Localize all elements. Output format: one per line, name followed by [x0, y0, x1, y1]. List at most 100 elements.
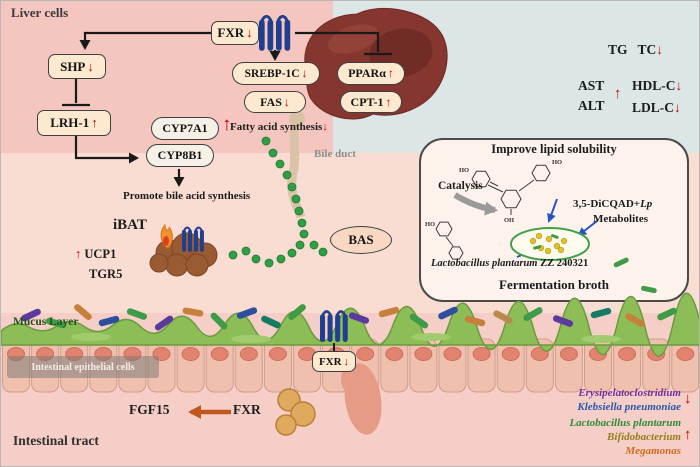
cell-nucleus	[385, 347, 404, 361]
cpt1-text: CPT-1	[350, 94, 384, 109]
cell-nucleus	[472, 347, 491, 361]
bile-acid-dot	[295, 240, 305, 250]
gut-bacterium-rod	[348, 312, 370, 324]
fxr-protein-complex	[275, 388, 316, 436]
epithelial-cell	[438, 338, 467, 393]
epithelial-cell	[205, 338, 234, 393]
epithelial-cells-label: Intestinal epithelial cells	[7, 356, 159, 378]
cell-nucleus	[618, 347, 637, 361]
bile-acid-dot	[241, 246, 251, 256]
up-arrow: ↑	[385, 94, 392, 109]
cyp7a1-text: CYP7A1	[162, 121, 208, 135]
epithelial-cell	[409, 338, 438, 393]
bile-acid-dot	[287, 182, 297, 192]
epithelial-cell	[234, 338, 263, 393]
chemical-structure	[435, 164, 551, 260]
fas-box: FAS↓	[244, 91, 306, 113]
up-arrow: ↑	[91, 115, 98, 130]
gut-bacterium-rod	[552, 315, 574, 327]
bile-acid-dots	[228, 136, 328, 268]
bas-oval: BAS	[330, 226, 392, 254]
mucus-layer-label: Mucus Layer	[13, 316, 79, 328]
cell-nucleus	[210, 347, 229, 361]
gut-bacterium-rod	[21, 308, 41, 322]
fermentation-oval	[510, 227, 590, 261]
catalysis-arrow	[453, 192, 498, 216]
ldl-text: LDL-C	[632, 100, 675, 115]
bacteria-bifidobacterium: Bifidobacterium	[607, 431, 681, 443]
product-label: 3,5-DiCQAD+Lp	[573, 198, 652, 211]
tg-text: TG	[608, 42, 628, 57]
bile-acid-dot	[264, 258, 274, 268]
fatty-acid-text: Fatty acid synthesis	[230, 121, 323, 133]
strain-label: Lactobacillus plantarum ZZ 240321	[431, 258, 588, 270]
hdl-text: HDL-C	[632, 78, 676, 93]
fas-text: FAS	[260, 94, 282, 109]
epithelial-cell	[263, 338, 292, 393]
strain-code: ZZ 240321	[540, 258, 589, 269]
shp-box: SHP↓	[48, 54, 106, 79]
srebp1c-box: SREBP-1C↓	[232, 62, 320, 85]
bacteria-rod-icon	[641, 285, 657, 294]
gut-bacterium-rod	[288, 304, 306, 320]
bas-text: BAS	[348, 232, 374, 247]
epithelial-cell	[671, 338, 699, 393]
gut-bacterium-rod	[210, 312, 228, 330]
marker-ldl: LDL-C↓	[632, 100, 681, 116]
ppara-text: PPARα	[348, 66, 386, 80]
gut-bacterium-rod	[261, 315, 281, 329]
increased-arrow: ↑	[684, 427, 692, 443]
gut-bacterium-rod	[409, 313, 429, 329]
chem-label: HO	[552, 159, 562, 166]
down-arrow: ↓	[674, 100, 681, 115]
fxr-liver-box: FXR↓	[211, 21, 259, 45]
fxr-intestine-box: FXR↓	[312, 351, 356, 372]
liver-cells-label: Liver cells	[11, 5, 69, 20]
pathway-connectors	[62, 31, 392, 187]
marker-alt: ALT	[578, 98, 605, 113]
srebp1c-text: SREBP-1C	[244, 67, 300, 80]
up-arrow: ↑	[387, 66, 394, 80]
product-label-2: Metabolites	[593, 213, 648, 225]
product-prefix: 3,5-DiCQAD+	[573, 198, 641, 210]
mucus-highlights	[71, 333, 621, 343]
cell-nucleus	[268, 347, 287, 361]
gut-bacterium-rod	[98, 315, 120, 327]
bile-duct-shape	[287, 109, 306, 219]
panel-title: Improve lipid solubility	[491, 142, 617, 156]
bile-acid-dot	[291, 194, 301, 204]
ibat-label: iBAT	[113, 217, 147, 233]
cell-nucleus	[356, 347, 375, 361]
bacteria-lactobacillus: Lactobacillus plantarum	[569, 417, 681, 429]
gut-bacterium-rod	[45, 317, 67, 329]
gut-bacterium-rod	[126, 308, 148, 320]
decreased-arrow: ↓	[684, 391, 692, 407]
bile-acid-dot	[282, 170, 292, 180]
strain-name: Lactobacillus plantarum	[431, 258, 538, 269]
cell-nucleus	[676, 347, 695, 361]
tgr5-label: TGR5	[89, 267, 123, 281]
fxr-inhibits-ppara-bar	[295, 31, 392, 56]
lrh1-text: LRH-1	[50, 115, 90, 130]
gut-bacterium-rod	[378, 306, 400, 318]
gut-bacterium-rod	[464, 315, 486, 327]
cell-nucleus	[443, 347, 462, 361]
bacteria-megamonas: Megamonas	[625, 445, 681, 457]
lrh1-to-cyp-arrow	[74, 136, 139, 164]
bile-acid-dot	[287, 248, 297, 258]
goblet-cell	[341, 363, 382, 435]
gut-bacteria	[21, 304, 677, 331]
shp-text: SHP	[60, 58, 86, 74]
fatty-acid-synthesis-label: Fatty acid synthesis↓	[230, 121, 328, 134]
down-arrow: ↓	[675, 78, 683, 93]
catalysis-label: Catalysis	[438, 180, 483, 192]
ppara-box: PPARα↑	[337, 62, 405, 85]
bacteria-erysipelatoclostridium: Erysipelatoclostridium	[578, 387, 681, 399]
cell-nucleus	[181, 347, 200, 361]
ast-alt-up-arrow: ↑	[614, 86, 622, 102]
gut-bacterium-rod	[493, 310, 513, 324]
down-arrow: ↓	[343, 355, 350, 368]
